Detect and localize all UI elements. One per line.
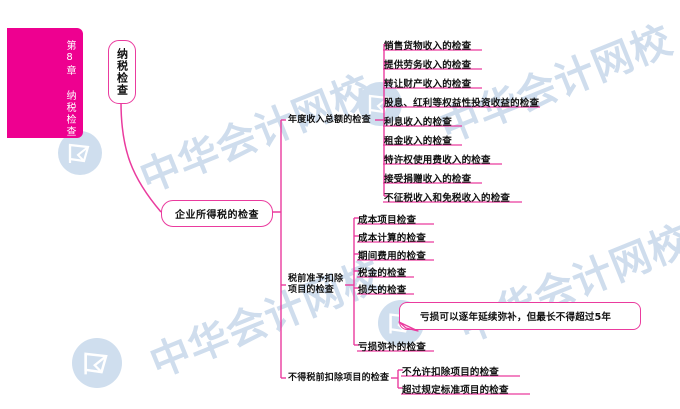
root-node-label: 纳税检查 [115,48,129,96]
leaf-item[interactable]: 利息收入的检查 [384,117,452,128]
leaf-item[interactable]: 期间费用的检查 [358,251,426,262]
callout-note-text: 亏损可以逐年延续弥补，但最长不得超过5年 [420,312,612,323]
leaf-item[interactable]: 特许权使用费收入的检查 [384,155,491,166]
watermark-text-4: 中华会计网校 [451,217,680,352]
branch-label-pretax-deduction[interactable]: 税前准予扣除 项目的检查 [288,274,344,295]
chapter-tab: 第8章 纳税检查 [7,28,83,138]
leaf-item[interactable]: 提供劳务收入的检查 [384,60,472,71]
mid-node[interactable]: 企业所得税的检查 [161,200,273,227]
leaf-item[interactable]: 转让财产收入的检查 [384,79,472,90]
leaf-item[interactable]: 销售货物收入的检查 [384,41,472,52]
leaf-item[interactable]: 超过规定标准项目的检查 [402,385,509,396]
leaf-item[interactable]: 损失的检查 [358,285,407,296]
leaf-item[interactable]: 成本计算的检查 [358,233,426,244]
watermark-logo-icon-3 [72,338,122,388]
leaf-item[interactable]: 股息、红利等权益性投资收益的检查 [384,98,540,109]
leaf-item[interactable]: 不允许扣除项目的检查 [402,367,500,378]
branch-label-non-deductible[interactable]: 不得税前扣除项目的检查 [288,373,390,383]
leaf-item[interactable]: 不征税收入和免税收入的检查 [384,193,511,204]
root-node[interactable]: 纳税检查 [108,40,136,104]
callout-note[interactable]: 亏损可以逐年延续弥补，但最长不得超过5年 [399,302,641,330]
leaf-item[interactable]: 接受捐赠收入的检查 [384,174,472,185]
watermark-text-3: 中华会计网校 [143,252,390,387]
watermark-text-1: 中华会计网校 [133,67,380,202]
leaf-item[interactable]: 成本项目检查 [358,215,417,226]
branch-label-annual-income[interactable]: 年度收入总额的检查 [288,115,371,125]
leaf-item[interactable]: 亏损弥补的检查 [358,342,426,353]
leaf-item[interactable]: 租金收入的检查 [384,136,452,147]
chapter-tab-label: 第8章 纳税检查 [64,40,75,138]
mid-node-label: 企业所得税的检查 [175,210,259,221]
leaf-item[interactable]: 税金的检查 [358,268,407,279]
